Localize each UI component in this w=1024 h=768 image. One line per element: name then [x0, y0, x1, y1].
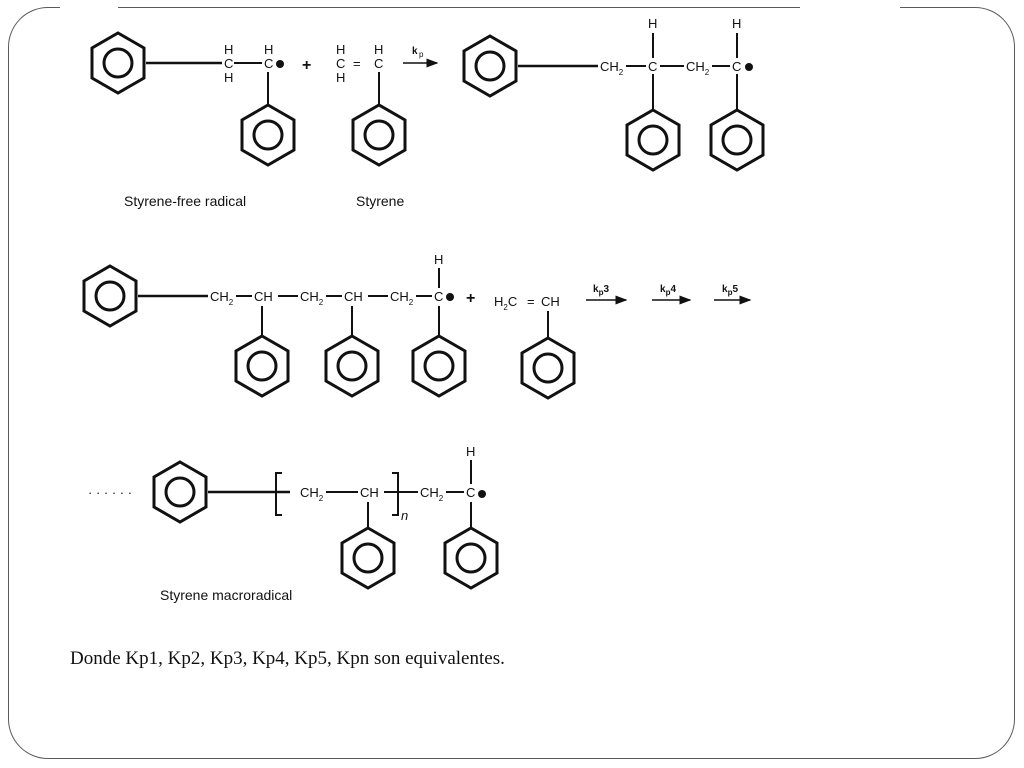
atom-ch2: CH2	[300, 485, 324, 503]
label-styrene-macroradical: Styrene macroradical	[160, 587, 292, 603]
atom-h: H	[732, 16, 741, 31]
benzene-ring	[462, 34, 518, 98]
atom-c: C	[434, 289, 443, 304]
radical-dot	[478, 490, 486, 498]
atom-c: C	[336, 56, 345, 71]
atom-h: H	[648, 16, 657, 31]
atom-ch2: CH2	[390, 289, 414, 307]
atom-ch2: CH2	[210, 289, 234, 307]
benzene-ring	[82, 264, 138, 328]
benzene-ring	[411, 334, 467, 398]
atom-ch2: CH2	[420, 485, 444, 503]
rate-kp3: kp3	[593, 284, 609, 297]
benzene-ring	[240, 103, 296, 167]
benzene-ring	[351, 103, 407, 167]
benzene-ring	[520, 336, 576, 400]
benzene-ring	[625, 108, 681, 172]
atom-h: H	[434, 252, 443, 267]
radical-dot	[446, 293, 454, 301]
reaction-step-2: CH2 CH CH2 CH CH2 C H + H2C = CH kp3 kp4…	[82, 252, 752, 400]
reaction-step-1: H C H H C Styrene-free radical + H C H =…	[90, 16, 765, 209]
atom-ch: CH	[344, 289, 363, 304]
benzene-ring	[234, 334, 290, 398]
rate-kp4: kp4	[660, 284, 676, 297]
benzene-ring	[324, 334, 380, 398]
frame-gap-left	[60, 4, 118, 12]
atom-h: H	[336, 70, 345, 85]
rate-kp5: kp5	[722, 284, 738, 297]
bracket-right	[392, 472, 399, 516]
atom-h: H	[336, 42, 345, 57]
radical-dot	[276, 60, 284, 68]
atom-h: H	[264, 42, 273, 57]
benzene-ring	[340, 526, 396, 590]
atom-h: H	[224, 42, 233, 57]
rate-p: p	[419, 50, 424, 59]
label-styrene-free-radical: Styrene-free radical	[124, 193, 246, 209]
frame-gap-right	[800, 4, 900, 12]
label-styrene: Styrene	[356, 193, 404, 209]
rate-k: k	[412, 46, 418, 57]
double-bond: =	[353, 56, 361, 71]
benzene-ring	[709, 108, 765, 172]
atom-ch: CH	[541, 294, 560, 309]
caption-text: Donde Kp1, Kp2, Kp3, Kp4, Kp5, Kpn son e…	[70, 648, 505, 669]
plus-sign: +	[466, 290, 475, 307]
benzene-ring	[443, 526, 499, 590]
atom-c: C	[224, 56, 233, 71]
atom-c: C	[264, 56, 273, 71]
bracket-left	[275, 472, 282, 516]
atom-ch2: CH2	[600, 59, 624, 77]
atom-c: C	[732, 59, 741, 74]
repeat-n: n	[401, 508, 408, 523]
atom-h: H	[374, 42, 383, 57]
radical-dot	[745, 63, 753, 71]
atom-h: H	[466, 444, 475, 459]
atom-ch: CH	[254, 289, 273, 304]
atom-ch2: CH2	[300, 289, 324, 307]
atom-c: C	[648, 59, 657, 74]
atom-c: C	[466, 485, 475, 500]
atom-h: H	[224, 70, 233, 85]
atom-ch2: CH2	[686, 59, 710, 77]
atom-ch: CH	[360, 485, 379, 500]
benzene-ring	[152, 460, 208, 524]
slide-frame	[8, 7, 1015, 759]
atom-c: C	[374, 56, 383, 71]
macroradical: · · · · · · CH2 CH n CH2 C H Styrene mac…	[88, 444, 499, 603]
benzene-ring	[90, 31, 146, 95]
atom-h2c: H2C	[494, 294, 517, 312]
continuation-dots: · · · · · ·	[88, 485, 132, 500]
plus-sign: +	[302, 57, 311, 74]
double-bond: =	[527, 294, 535, 309]
